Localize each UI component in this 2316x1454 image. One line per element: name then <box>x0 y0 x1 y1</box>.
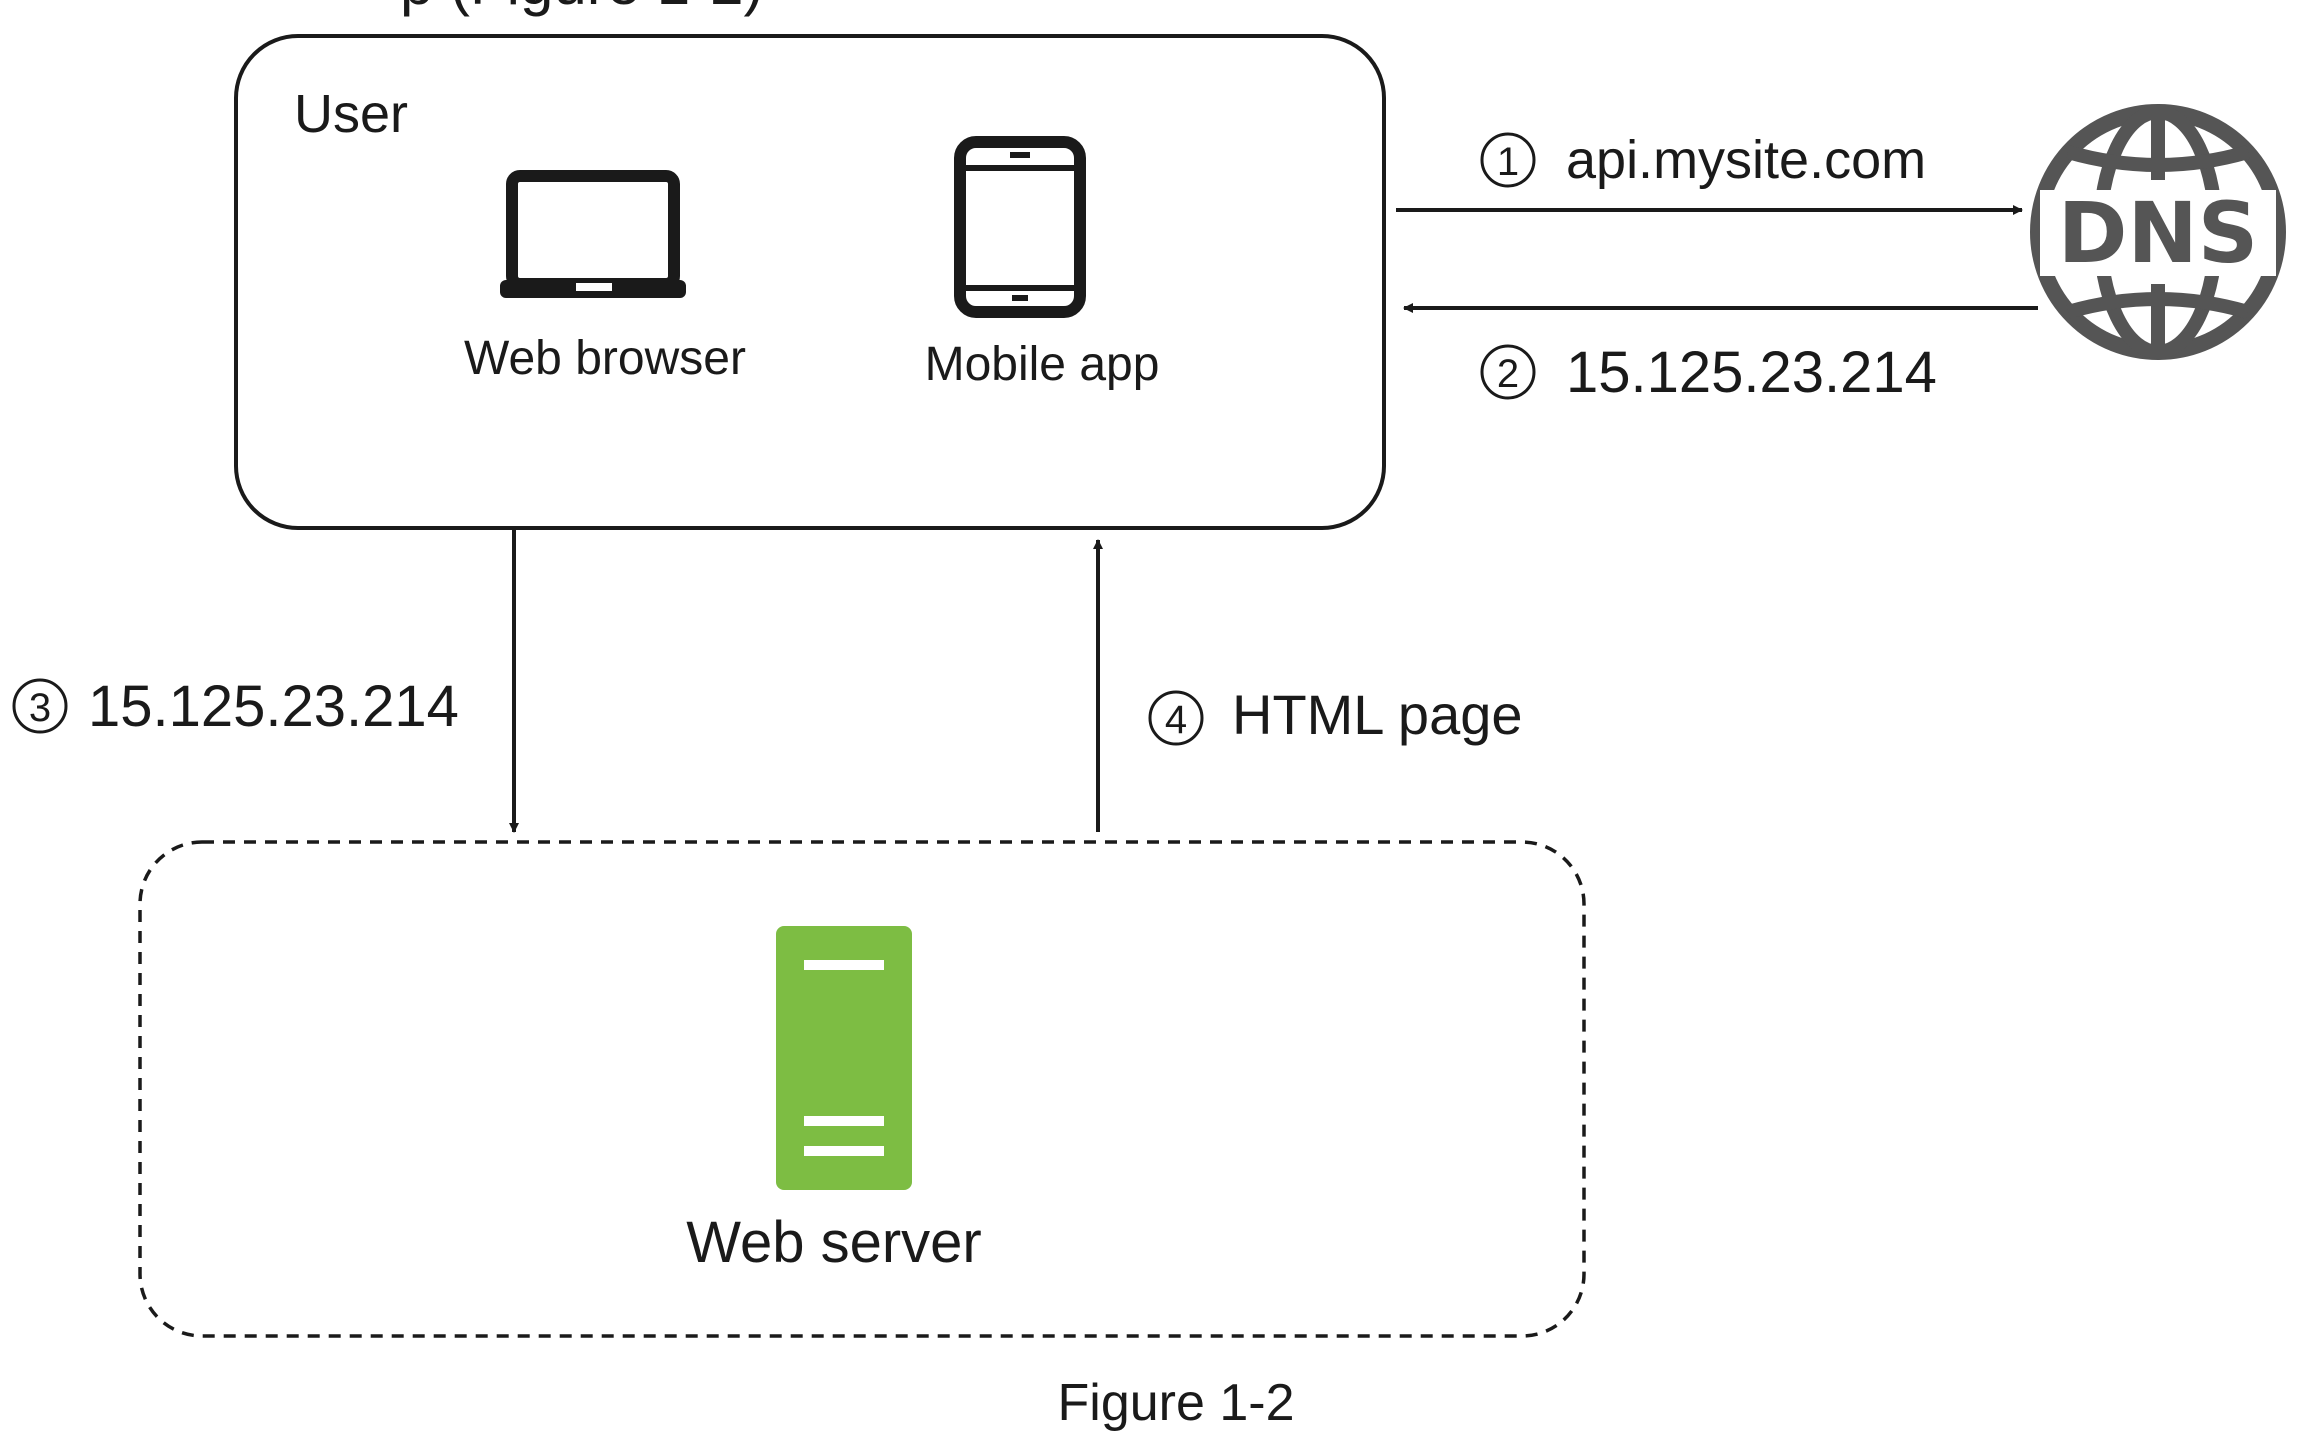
dns-label: DNS <box>2058 184 2259 282</box>
step-2-text: 15.125.23.214 <box>1566 340 1937 405</box>
step-2-number: 2 <box>1497 352 1519 396</box>
mobile-device-icon <box>954 136 1086 318</box>
web-server-box <box>138 840 1586 1338</box>
step-1-text: api.mysite.com <box>1566 130 1926 190</box>
figure-caption: Figure 1-2 <box>1058 1374 1295 1432</box>
web-browser-label: Web browser <box>464 332 746 385</box>
step-4-marker: 4 <box>1148 690 1204 746</box>
step-3-number: 3 <box>29 686 51 730</box>
step-4-number: 4 <box>1165 698 1187 742</box>
server-icon <box>776 926 912 1190</box>
step-3-text: 15.125.23.214 <box>88 674 459 739</box>
mobile-app-label: Mobile app <box>925 338 1160 391</box>
step-1-marker: 1 <box>1480 132 1536 188</box>
laptop-icon <box>500 170 686 298</box>
cropped-heading: p (Figure 1-2) <box>400 0 763 17</box>
globe-dns-icon: DNS <box>2030 104 2286 360</box>
step-4-text: HTML page <box>1232 683 1523 746</box>
web-server-label: Web server <box>686 1210 981 1275</box>
user-box-title: User <box>294 84 408 144</box>
step-1-number: 1 <box>1497 140 1519 184</box>
step-3-marker: 3 <box>12 678 68 734</box>
step-2-marker: 2 <box>1480 344 1536 400</box>
user-box <box>234 34 1386 530</box>
